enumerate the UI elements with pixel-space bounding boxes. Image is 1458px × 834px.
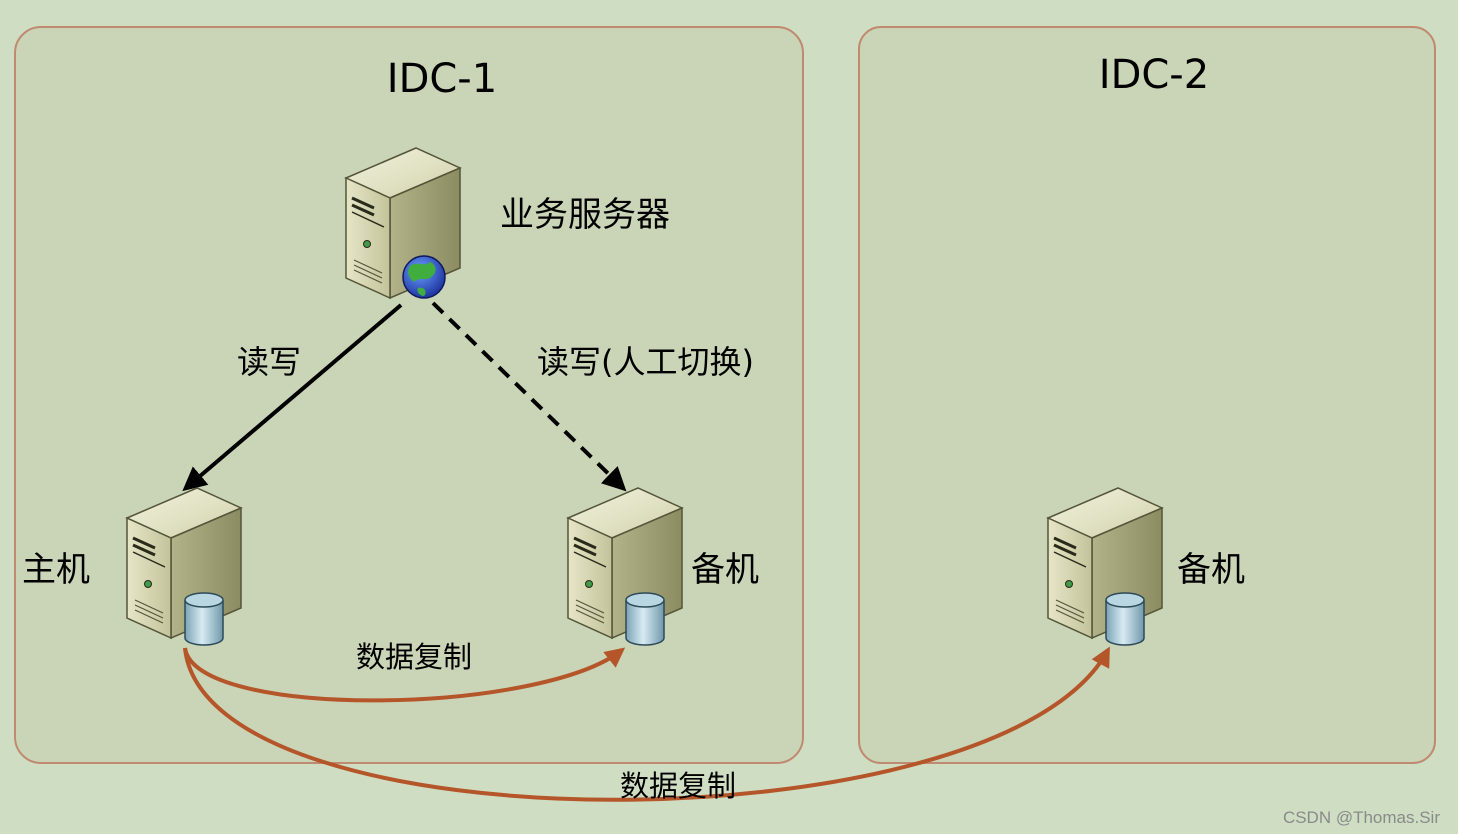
replication-local-arrow xyxy=(183,647,626,703)
read-write-label: 读写 xyxy=(237,343,301,381)
standby-idc1-label: 备机 xyxy=(691,550,759,590)
business-server xyxy=(344,146,462,300)
business-server-label: 业务服务器 xyxy=(500,195,670,235)
database-icon xyxy=(1105,592,1145,646)
primary-label: 主机 xyxy=(22,550,90,590)
read-write-failover-label: 读写(人工切换) xyxy=(537,343,754,381)
server-tower-icon xyxy=(566,486,684,640)
database-icon xyxy=(625,592,665,646)
replication-remote-arrow xyxy=(183,646,1110,802)
database-icon xyxy=(184,592,224,646)
idc1-title: IDC-1 xyxy=(387,56,497,102)
server-tower-icon xyxy=(1046,486,1164,640)
watermark: CSDN @Thomas.Sir xyxy=(1283,808,1440,827)
idc2-zone xyxy=(858,26,1436,764)
read-write-failover-arrow xyxy=(431,301,627,492)
standby-idc2-label: 备机 xyxy=(1177,550,1245,590)
replication-local-label: 数据复制 xyxy=(356,640,472,674)
read-write-arrow xyxy=(182,303,403,492)
replication-remote-label: 数据复制 xyxy=(620,769,736,803)
idc2-title: IDC-2 xyxy=(1099,52,1209,98)
globe-icon xyxy=(402,255,446,299)
server-tower-icon xyxy=(125,486,243,640)
